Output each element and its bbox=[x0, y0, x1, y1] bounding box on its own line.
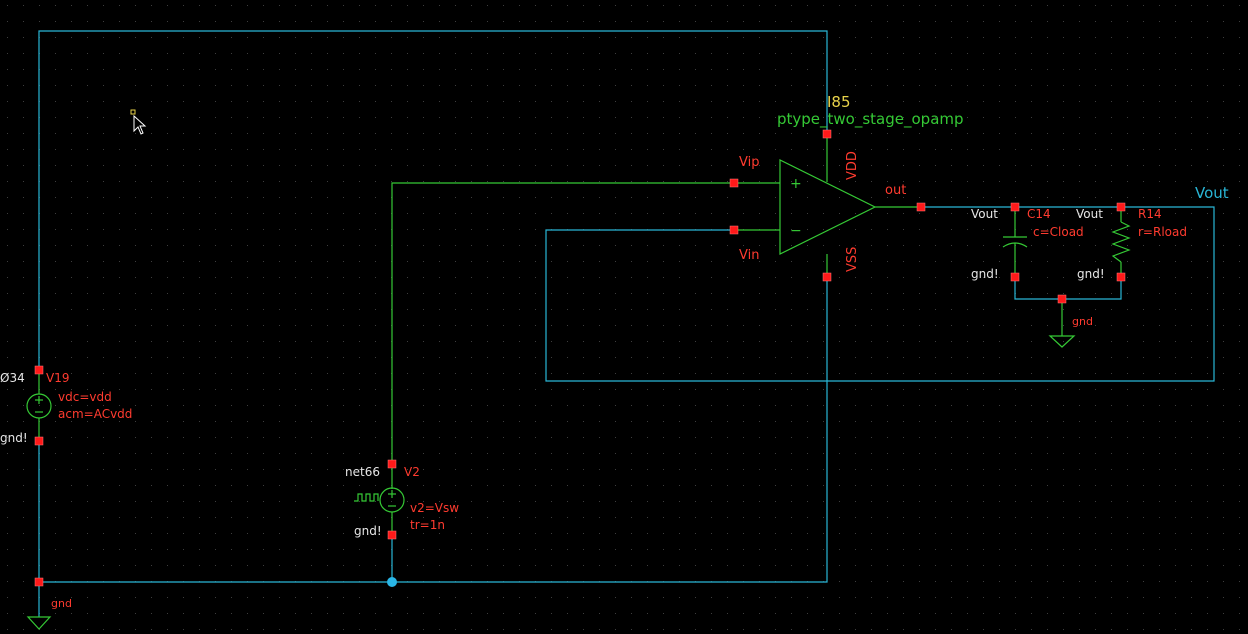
opamp-pin-out-label: out bbox=[885, 183, 906, 198]
pin-vin[interactable] bbox=[729, 225, 739, 235]
pin-gnd-load[interactable] bbox=[1057, 294, 1067, 304]
c14-capacitor[interactable] bbox=[1002, 236, 1028, 248]
r14-instance-label: R14 bbox=[1138, 207, 1162, 221]
pins bbox=[34, 129, 1126, 587]
opamp-pin-vip-label: Vip bbox=[739, 155, 759, 170]
wire-load-gnd[interactable] bbox=[1014, 277, 1122, 300]
opamp-symbol[interactable]: + − bbox=[779, 159, 877, 255]
gnd-load-triangle-icon bbox=[1048, 335, 1076, 348]
gnd-main-triangle-icon bbox=[26, 616, 52, 630]
pin-v2-bottom[interactable] bbox=[387, 530, 397, 540]
c14-instance-label: C14 bbox=[1027, 207, 1051, 221]
opamp-plus-sign: + bbox=[790, 176, 802, 192]
v2-net-bottom-label: gnd! bbox=[354, 524, 382, 538]
pin-v2-top[interactable] bbox=[387, 459, 397, 469]
c14-param-label: c=Cload bbox=[1033, 225, 1084, 239]
r14-param-label: r=Rload bbox=[1138, 225, 1187, 239]
wire-feedback[interactable] bbox=[545, 206, 1215, 382]
v2-param-tr: tr=1n bbox=[410, 518, 445, 532]
pin-vdd[interactable] bbox=[822, 129, 832, 139]
opamp-cell-label: ptype_two_stage_opamp bbox=[777, 110, 964, 129]
pin-gnd-main[interactable] bbox=[34, 577, 44, 587]
pin-c14-bottom[interactable] bbox=[1010, 272, 1020, 282]
opamp-pin-vin-label: Vin bbox=[739, 248, 759, 263]
wire-junction-dot[interactable] bbox=[387, 577, 397, 587]
pin-c14-top[interactable] bbox=[1010, 202, 1020, 212]
r14-net-bottom-label: gnd! bbox=[1077, 267, 1105, 281]
c14-net-bottom-label: gnd! bbox=[971, 267, 999, 281]
pin-v19-bottom[interactable] bbox=[34, 436, 44, 446]
mouse-cursor-icon bbox=[130, 109, 147, 135]
v19-circle[interactable] bbox=[26, 393, 52, 419]
v19-instance-label: V19 bbox=[46, 371, 69, 385]
pin-r14-bottom[interactable] bbox=[1116, 272, 1126, 282]
wire-vip-net66[interactable] bbox=[391, 182, 734, 464]
gnd-symbol-main[interactable] bbox=[26, 616, 52, 630]
v19-param-acm: acm=ACvdd bbox=[58, 407, 132, 421]
pulse-waveform-icon bbox=[354, 493, 379, 502]
v2-circle[interactable] bbox=[379, 487, 405, 513]
v19-net-top-label: Ø34 bbox=[0, 371, 25, 385]
v2-param-v2: v2=Vsw bbox=[410, 501, 459, 515]
opamp-triangle[interactable] bbox=[779, 159, 877, 255]
c14-plate-bottom bbox=[1002, 242, 1028, 248]
gnd-load-label: gnd bbox=[1072, 315, 1093, 328]
opamp-instance-label: I85 bbox=[827, 93, 851, 111]
opamp-pin-vss-label: VSS bbox=[845, 247, 860, 272]
v2-instance-label: V2 bbox=[404, 465, 420, 479]
r14-zigzag bbox=[1111, 221, 1131, 263]
opamp-minus-sign: − bbox=[790, 223, 802, 239]
opamp-pin-vdd-label: VDD bbox=[845, 151, 860, 180]
pin-r14-top[interactable] bbox=[1116, 202, 1126, 212]
vout-wire-label: Vout bbox=[1195, 184, 1229, 202]
pin-vip[interactable] bbox=[729, 178, 739, 188]
v19-net-bottom-label: gnd! bbox=[0, 431, 28, 445]
wire-vss-rail[interactable] bbox=[39, 277, 828, 583]
v19-source[interactable] bbox=[26, 393, 52, 419]
pin-out[interactable] bbox=[916, 202, 926, 212]
gnd-main-label: gnd bbox=[51, 597, 72, 610]
wires-cyan bbox=[38, 30, 1215, 617]
r14-net-top-label: Vout bbox=[1076, 207, 1103, 221]
pin-v19-top[interactable] bbox=[34, 365, 44, 375]
v2-net-top-label: net66 bbox=[345, 465, 380, 479]
v2-source[interactable] bbox=[354, 487, 405, 513]
wire-vdd-loop[interactable] bbox=[38, 30, 828, 370]
c14-net-top-label: Vout bbox=[971, 207, 998, 221]
r14-resistor[interactable] bbox=[1111, 221, 1131, 263]
gnd-symbol-load[interactable] bbox=[1048, 335, 1076, 348]
v19-param-vdc: vdc=vdd bbox=[58, 390, 112, 404]
pin-vss[interactable] bbox=[822, 272, 832, 282]
